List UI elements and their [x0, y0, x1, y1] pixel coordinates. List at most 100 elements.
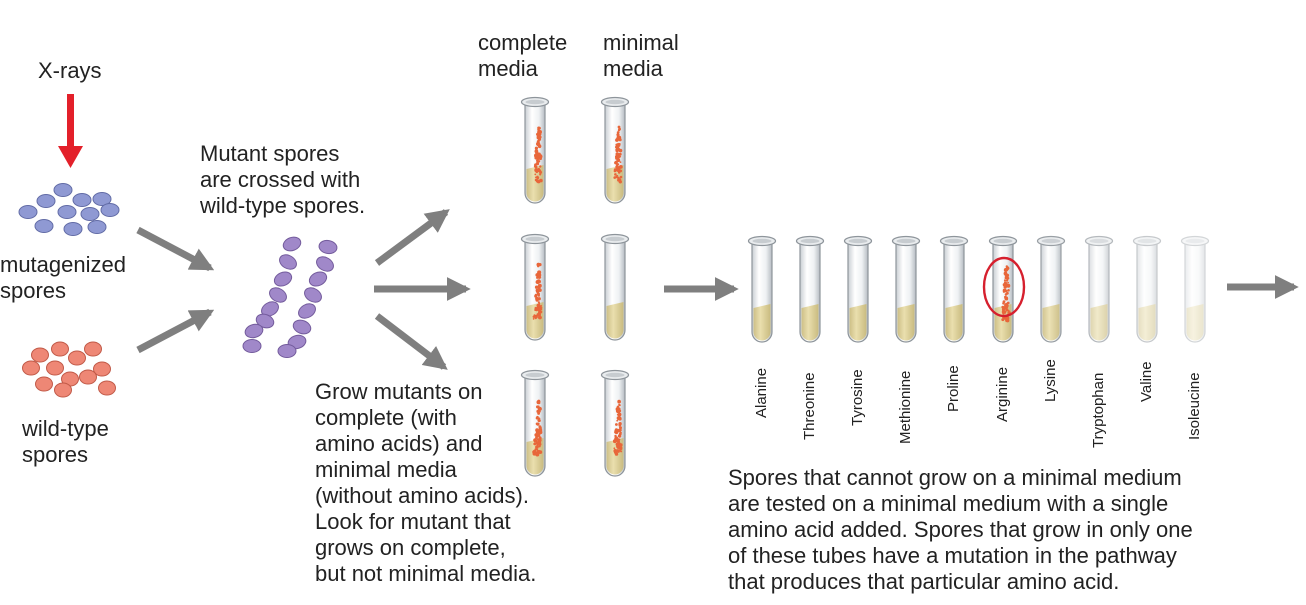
amino-acid-tube-arginine — [988, 235, 1018, 343]
bacterial-colony — [613, 125, 623, 184]
growth-highlight-circle — [982, 256, 1026, 318]
mutagenized-spore — [57, 205, 77, 219]
bacterial-colony — [533, 126, 543, 184]
crossed-spore — [261, 301, 279, 317]
wildtype-spore — [98, 380, 116, 396]
tube-opening — [800, 238, 820, 244]
tube-medium — [994, 304, 1012, 341]
amino-acid-tube-lysine — [1036, 235, 1066, 343]
amino-acid-tube-alanine — [747, 235, 777, 343]
tube-medium — [1090, 304, 1108, 341]
xray-arrow-shaft — [67, 94, 74, 148]
tube-medium — [849, 304, 867, 341]
complete-media-tube-1 — [520, 96, 550, 204]
tube-medium — [897, 304, 915, 341]
mutagenized-spores — [18, 183, 120, 236]
amino-acid-label-alanine: Alanine — [753, 367, 770, 418]
amino-acid-label-isoleucine: Isoleucine — [1186, 372, 1203, 440]
mutagenized-spore — [18, 205, 38, 219]
amino-acid-tube-methionine — [891, 235, 921, 343]
crossed-spore — [318, 239, 338, 255]
crossed-spore — [279, 254, 297, 270]
crossed-spore — [304, 287, 322, 303]
crossed-spores — [242, 236, 338, 358]
tube-medium — [606, 165, 624, 202]
amino-acid-label-lysine: Lysine — [1042, 359, 1059, 402]
tube-opening — [605, 99, 625, 105]
tube-medium — [1138, 304, 1156, 341]
bacterial-colony — [612, 399, 623, 456]
crossed-spore — [292, 319, 312, 335]
tube-opening — [752, 238, 772, 244]
crossed-spore — [298, 303, 316, 319]
mutagenized-spore — [100, 203, 120, 217]
amino-acid-label-proline: Proline — [945, 365, 962, 412]
wildtype-spore — [46, 360, 64, 376]
tube-lip — [1180, 235, 1210, 247]
bacterial-colony — [532, 399, 543, 457]
xray-arrow-head — [58, 146, 83, 168]
wildtype-spore — [84, 341, 102, 357]
crossed-spore — [282, 236, 302, 252]
crossed-spore — [316, 256, 334, 272]
mutagenized-spore — [63, 222, 83, 236]
bacterial-colony — [1001, 265, 1011, 323]
test-tubes — [520, 96, 1210, 477]
wildtype-spore — [93, 361, 111, 377]
amino-acid-label-arginine: Arginine — [994, 366, 1011, 422]
amino-acid-label-threonine: Threonine — [801, 372, 818, 440]
amino-acid-tube-tryptophan — [1084, 235, 1114, 343]
tube-opening — [1185, 238, 1205, 244]
process-arrow-2 — [136, 308, 215, 354]
crossed-spore — [273, 271, 293, 287]
minimal-media-tube-3 — [600, 369, 630, 477]
amino-acid-tube-isoleucine — [1180, 235, 1210, 343]
crossed-spore — [277, 344, 297, 358]
process-arrow-3 — [374, 209, 450, 266]
crossed-spore — [308, 271, 328, 287]
tube-opening — [525, 372, 545, 378]
tube-opening — [1041, 238, 1061, 244]
process-arrows — [136, 209, 1299, 370]
tube-medium — [1042, 304, 1060, 341]
mutagenized-spore — [36, 194, 56, 208]
tube-medium — [1186, 304, 1204, 341]
tube-opening — [993, 238, 1013, 244]
wildtype-spore — [31, 347, 49, 363]
tube-opening — [525, 236, 545, 242]
bacterial-colony — [532, 262, 543, 320]
amino-acid-label-tryptophan: Tryptophan — [1090, 372, 1107, 448]
tube-opening — [1137, 238, 1157, 244]
tube-opening — [944, 238, 964, 244]
tube-medium — [801, 304, 819, 341]
crossed-spore — [244, 323, 264, 339]
tube-opening — [848, 238, 868, 244]
tube-opening — [525, 99, 545, 105]
minimal-media-tube-1 — [600, 96, 630, 204]
xray-arrow — [58, 94, 83, 168]
tube-medium — [606, 302, 624, 339]
mutagenized-spore — [34, 219, 54, 233]
crossed-spore — [242, 339, 262, 353]
crossed-spore — [255, 313, 275, 329]
complete-media-tube-2 — [520, 233, 550, 341]
spore-groups — [18, 183, 338, 398]
wildtype-spores — [22, 341, 116, 398]
amino-acid-label-methionine: Methionine — [897, 370, 914, 444]
complete-media-tube-3 — [520, 369, 550, 477]
amino-acid-label-valine: Valine — [1138, 361, 1155, 402]
amino-acid-tube-valine — [1132, 235, 1162, 343]
wildtype-spore — [68, 350, 86, 366]
xrays-label: X-rays — [38, 58, 102, 83]
process-arrow-1 — [136, 226, 215, 272]
wildtype-spore — [54, 382, 72, 398]
minimal-media-tube-2 — [600, 233, 630, 341]
amino-acid-test-description: Spores that cannot grow on a minimal med… — [728, 465, 1193, 594]
